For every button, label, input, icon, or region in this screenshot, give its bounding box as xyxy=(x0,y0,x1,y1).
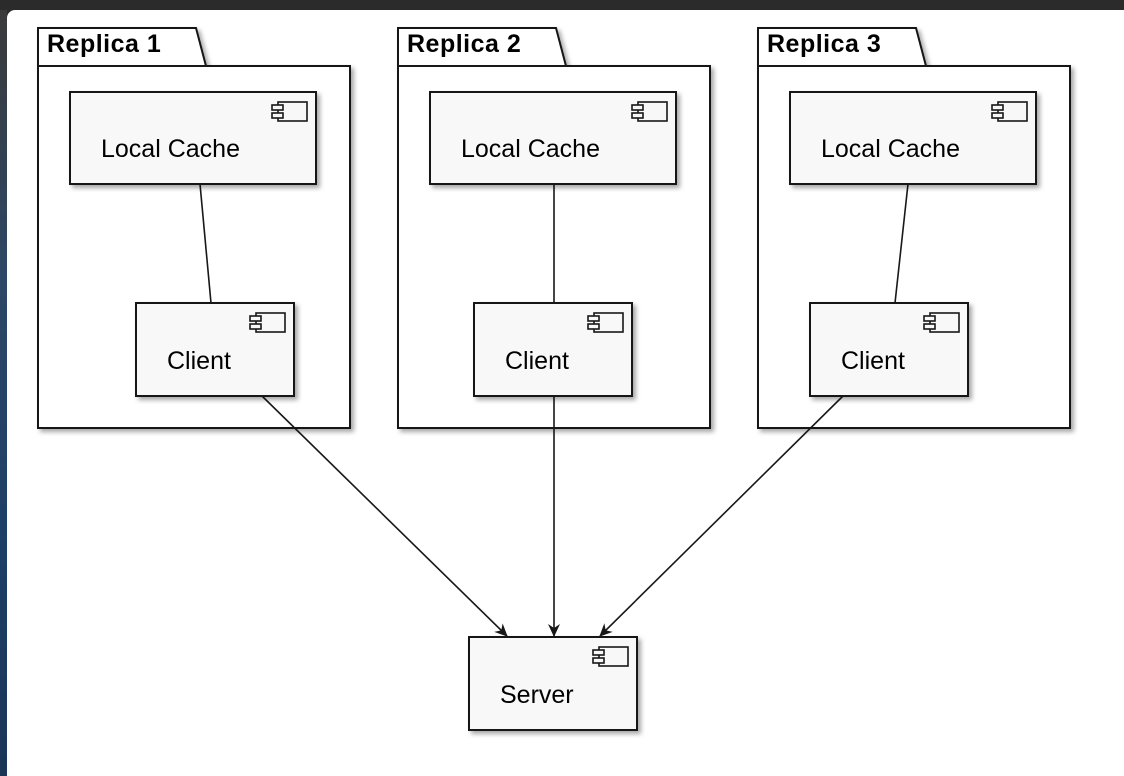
component-label: Client xyxy=(505,347,569,375)
window-left-edge xyxy=(0,10,7,776)
diagram-canvas: Replica 1 Replica 2 Replica 3 xyxy=(7,10,1124,776)
component-server: Server xyxy=(468,636,638,731)
component-local-cache-2: Local Cache xyxy=(429,91,677,185)
package-label-replica-2: Replica 2 xyxy=(407,30,521,58)
deployment-diagram: Replica 1 Replica 2 Replica 3 xyxy=(37,27,1071,731)
component-label: Local Cache xyxy=(101,135,240,163)
component-local-cache-1: Local Cache xyxy=(69,91,317,185)
component-client-1: Client xyxy=(135,302,295,397)
component-local-cache-3: Local Cache xyxy=(789,91,1037,185)
arrow-client-3-server xyxy=(599,395,844,637)
edge-local-cache-1-client-1 xyxy=(199,183,212,304)
component-icon xyxy=(631,101,668,122)
component-icon xyxy=(249,312,286,333)
arrow-client-1-server xyxy=(261,395,508,637)
package-label-replica-1: Replica 1 xyxy=(47,30,161,58)
component-icon xyxy=(592,646,629,667)
component-label: Local Cache xyxy=(461,135,600,163)
component-icon xyxy=(991,101,1028,122)
component-icon xyxy=(271,101,308,122)
package-label-replica-3: Replica 3 xyxy=(767,30,881,58)
component-client-2: Client xyxy=(473,302,633,397)
component-label: Client xyxy=(167,347,231,375)
component-label: Local Cache xyxy=(821,135,960,163)
component-label: Server xyxy=(500,681,574,709)
component-label: Client xyxy=(841,347,905,375)
component-icon xyxy=(587,312,624,333)
component-icon xyxy=(923,312,960,333)
component-client-3: Client xyxy=(809,302,969,397)
edge-local-cache-3-client-3 xyxy=(894,183,909,304)
